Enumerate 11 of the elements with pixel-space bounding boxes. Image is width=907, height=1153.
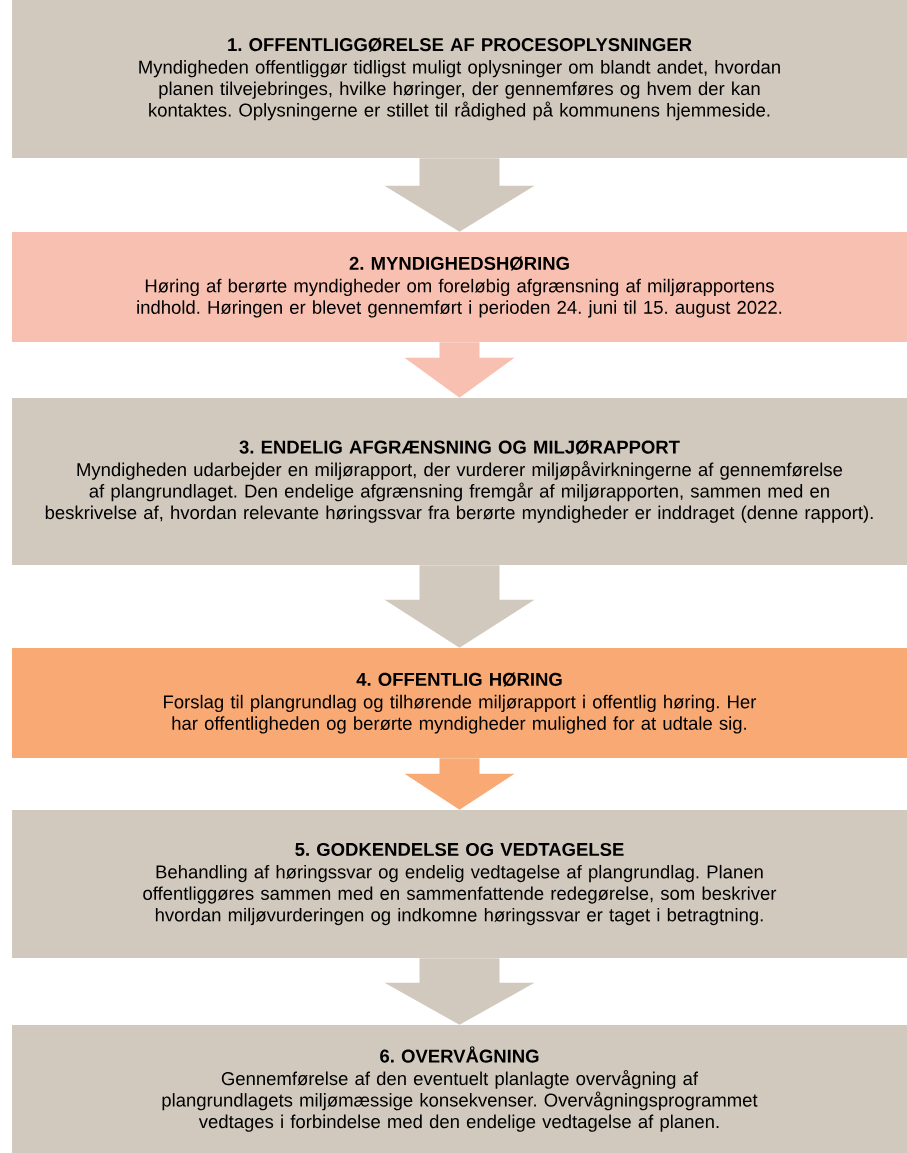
process-box: 2. MYNDIGHEDSHØRING Høring af berørte myndigheder om foreløbig afgrænsning af miljørapportens indhold. Høringen er blevet gennemført i perioden 24. juni til 15. august 2022. bbox=[12, 232, 907, 342]
block-arrow bbox=[384, 565, 535, 648]
block-arrow bbox=[384, 158, 535, 232]
process-box: 3. ENDELIG AFGRÆNSNING OG MILJØRAPPORT Myndigheden udarbejder en miljørapport, der vurderer miljøpåvirkningerne af gennemførelse af plangrundlaget. Den endelige afgrænsning fremgår af miljørapporten, sammen med en beskrivelse af, hvordan relevante høringssvar fra berørte myndigheder er inddraget (denne rapport). bbox=[12, 398, 907, 565]
block-arrow bbox=[404, 342, 515, 398]
process-box: 6. OVERVÅGNING Gennemførelse af den eventuelt planlagte overvågning af plangrundlagets miljømæssige konsekvenser. Overvågningsprogrammet vedtages i forbindelse med den endelige vedtagelse af planen. bbox=[12, 1025, 907, 1153]
process-box: 4. OFFENTLIG HØRING Forslag til plangrundlag og tilhørende miljørapport i offentlig høring. Her har offentligheden og berørte myndigheder mulighed for at udtale sig. bbox=[12, 648, 907, 758]
block-arrow bbox=[404, 758, 515, 810]
process-box: 5. GODKENDELSE OG VEDTAGELSE Behandling af høringssvar og endelig vedtagelse af plangrundlag. Planen offentliggøres sammen med en sammenfattende redegørelse, som beskriver hvordan miljøvurderingen og indkomne høringssvar er taget i betragtning. bbox=[12, 810, 907, 958]
block-arrow bbox=[384, 958, 535, 1025]
process-box: 1. OFFENTLIGGØRELSE AF PROCESOPLYSNINGER Myndigheden offentliggør tidligst muligt oplysninger om blandt andet, hvordan planen tilvejebringes, hvilke høringer, der gennemføres og hvem der kan kontaktes. Oplysningerne er stillet til rådighed på kommunens hjemmeside. bbox=[12, 0, 907, 158]
